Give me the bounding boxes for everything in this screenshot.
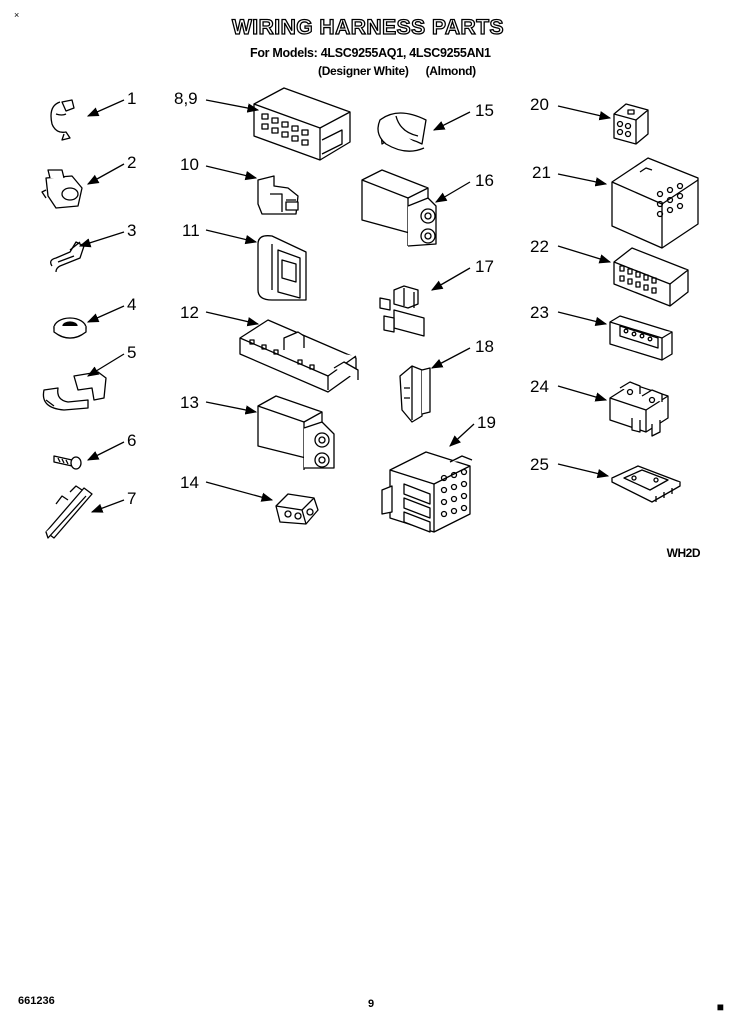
- leader-line-10: [205, 165, 258, 181]
- document-number: 661236: [18, 995, 55, 1007]
- callout-11: 11: [182, 221, 200, 240]
- callout-23: 23: [530, 303, 549, 322]
- callout-18: 18: [475, 337, 494, 356]
- leader-line-16: [434, 181, 471, 203]
- leader-line-20: [557, 105, 612, 121]
- part-20-drawing: [613, 103, 649, 145]
- callout-4: 4: [127, 295, 136, 314]
- callout-5: 5: [127, 343, 136, 362]
- leader-line-23: [557, 311, 608, 326]
- part-13-drawing: [257, 395, 335, 470]
- part-17-drawing: [379, 285, 425, 337]
- callout-10: 10: [180, 155, 199, 174]
- part-5-drawing: [42, 371, 107, 411]
- leader-line-3: [78, 231, 125, 248]
- variant-almond: (Almond): [425, 64, 477, 78]
- leader-line-6: [86, 441, 125, 461]
- part-16-drawing: [361, 169, 437, 247]
- part-1-drawing: [50, 99, 75, 141]
- leader-line-19: [449, 423, 475, 447]
- callout-3: 3: [127, 221, 136, 240]
- leader-line-15: [432, 111, 471, 131]
- leader-line-14: [205, 481, 274, 502]
- leader-line-25: [557, 463, 610, 479]
- callout-20: 20: [530, 95, 549, 114]
- callout-13: 13: [180, 393, 199, 412]
- variant-designer-white: (Designer White): [318, 64, 409, 78]
- leader-line-7: [90, 499, 125, 513]
- model-numbers: For Models: 4LSC9255AQ1, 4LSC9255AN1: [250, 46, 491, 60]
- leader-line-18: [430, 347, 471, 369]
- part-12-drawing: [239, 319, 359, 393]
- leader-line-24: [557, 385, 608, 402]
- page-number: 9: [368, 998, 375, 1010]
- part-2-drawing: [41, 169, 83, 209]
- leader-line-21: [557, 173, 608, 187]
- part-23-drawing: [609, 315, 673, 361]
- callout-1: 1: [127, 89, 136, 108]
- callout-19: 19: [477, 413, 496, 432]
- callout-14: 14: [180, 473, 199, 492]
- leader-line-17: [430, 267, 471, 291]
- part-22-drawing: [613, 247, 689, 307]
- leader-line-1: [86, 99, 125, 117]
- page-title: WIRING HARNESS PARTS: [231, 15, 505, 39]
- part-19-drawing: [381, 451, 473, 533]
- leader-line-13: [205, 401, 258, 415]
- callout-17: 17: [475, 257, 494, 276]
- part-7-drawing: [45, 485, 93, 539]
- part-4-drawing: [53, 317, 87, 339]
- leader-line-5: [87, 353, 125, 377]
- leader-line-2: [86, 163, 125, 185]
- corner-mark: ×: [14, 10, 20, 20]
- diagram-code: WH2D: [666, 546, 701, 560]
- part-14-drawing: [275, 493, 319, 525]
- callout-6: 6: [127, 431, 136, 450]
- callout-8-9: 8,9: [174, 89, 198, 108]
- part-10-drawing: [257, 175, 299, 215]
- callout-16: 16: [475, 171, 494, 190]
- callout-7: 7: [127, 489, 136, 508]
- callout-2: 2: [127, 153, 136, 172]
- callout-25: 25: [530, 455, 549, 474]
- leader-line-22: [557, 245, 612, 264]
- part-15-drawing: [377, 112, 427, 152]
- part-8-9-drawing: [253, 87, 351, 161]
- part-6-drawing: [53, 455, 82, 470]
- part-25-drawing: [611, 465, 681, 503]
- leader-line-12: [205, 311, 260, 327]
- callout-12: 12: [180, 303, 199, 322]
- callout-22: 22: [530, 237, 549, 256]
- part-21-drawing: [611, 157, 699, 249]
- callout-15: 15: [475, 101, 494, 120]
- model-variants: (Designer White) (Almond): [318, 64, 490, 78]
- callout-21: 21: [532, 163, 551, 182]
- part-18-drawing: [399, 365, 431, 423]
- part-3-drawing: [50, 241, 85, 273]
- corner-mark-br: ■: [716, 1000, 724, 1014]
- part-11-drawing: [257, 235, 307, 301]
- leader-line-4: [86, 305, 125, 323]
- leader-line-8-9: [205, 99, 260, 113]
- part-24-drawing: [609, 381, 669, 437]
- leader-line-11: [205, 229, 258, 245]
- callout-24: 24: [530, 377, 549, 396]
